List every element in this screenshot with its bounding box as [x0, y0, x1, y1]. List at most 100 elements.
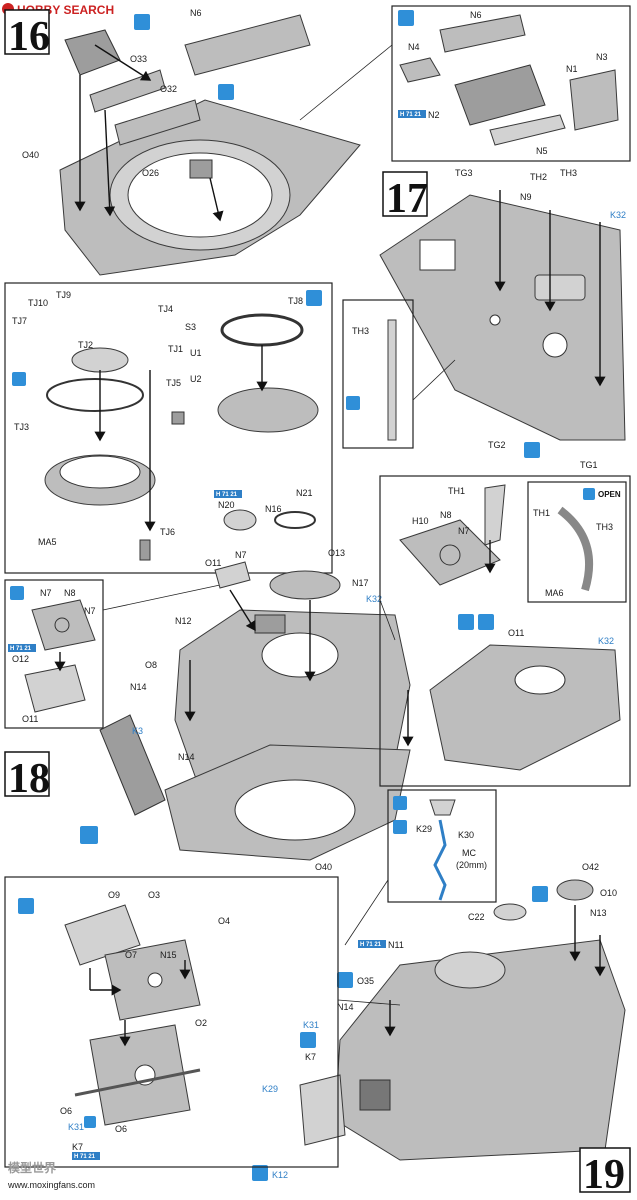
glue-icon: [134, 14, 150, 30]
hatch-h10: [399, 519, 501, 586]
label-n6: N6: [190, 8, 202, 18]
chain-box: [387, 789, 497, 903]
cut-icon-o35: [337, 972, 353, 988]
part-k29-chain: [429, 799, 456, 816]
pistol-port: [359, 1079, 391, 1111]
inset-label-n4: N4: [408, 42, 420, 52]
label-o8: O8: [145, 660, 157, 670]
label-o2: O2: [195, 1018, 207, 1028]
gun-part-o32: [114, 99, 201, 146]
label-k29-chain: K29: [416, 824, 432, 834]
label-tj3: TJ3: [14, 422, 29, 432]
turret-hull-interior: [379, 194, 626, 441]
label-k31-sub: K31: [68, 1122, 84, 1132]
inset-label-n1: N1: [566, 64, 578, 74]
cut-icon-19: [532, 886, 548, 902]
hull-window: [419, 239, 456, 271]
label-n8-right: N8: [440, 510, 452, 520]
label-o42: O42: [582, 862, 599, 872]
label-n14-19: N14: [337, 1002, 354, 1012]
step-19-chain-box: K29 K30 MC (20mm): [344, 789, 497, 946]
hatch-o11-main: [214, 561, 251, 589]
label-n20: N20: [218, 500, 235, 510]
label-n15: N15: [160, 950, 177, 960]
label-mc-size: (20mm): [456, 860, 487, 870]
hatch-label-n7b: N7: [84, 606, 96, 616]
label-tj7: TJ7: [12, 316, 27, 326]
label-tj10: TJ10: [28, 298, 48, 308]
paint-tag-o12: H 71 21: [8, 644, 36, 652]
label-c22: C22: [468, 912, 485, 922]
part-n20: [223, 509, 257, 531]
turret-upper: [174, 609, 411, 791]
step-18-number: 18: [8, 756, 50, 802]
hull-hatch-frame: [534, 274, 586, 301]
part-c22: [493, 903, 527, 921]
label-tg3: TG3: [455, 168, 473, 178]
label-k7: K7: [305, 1052, 316, 1062]
inset-n4: [399, 57, 441, 83]
inset-label-n2: N2: [428, 110, 440, 120]
label-tj9: TJ9: [56, 290, 71, 300]
ring-n21: [274, 511, 316, 529]
open-label: OPEN: [598, 490, 621, 499]
label-o4: O4: [218, 916, 230, 926]
label-tj1: TJ1: [168, 344, 183, 354]
paint-tag-n11: H 71 21: [358, 940, 386, 948]
paint-tag-n20: H 71 21: [214, 490, 242, 498]
label-mc: MC: [462, 848, 476, 858]
inset-th3-part: [387, 319, 397, 441]
ring-tj8: [220, 313, 304, 347]
label-n21: N21: [296, 488, 313, 498]
hatch-label-o12: O12: [12, 654, 29, 664]
inset-label-th3: TH3: [596, 522, 613, 532]
label-o40-18: O40: [315, 862, 332, 872]
svg-text:H 71 21: H 71 21: [216, 492, 238, 498]
hatch-box: [4, 579, 104, 729]
label-n9: N9: [520, 192, 532, 202]
label-n11: N11: [388, 940, 404, 950]
inset-box-16: [391, 5, 631, 162]
label-o13: O13: [328, 548, 345, 558]
watermark-url: www.moxingfans.com: [7, 1180, 95, 1190]
hatch-o9: [64, 904, 141, 966]
label-th1: TH1: [448, 486, 465, 496]
step-18-hatch-box: N7 N8 N7 H 71 21 O12 O11: [4, 579, 221, 729]
svg-text:H 71 21: H 71 21: [400, 112, 422, 118]
label-n17: N17: [352, 578, 369, 588]
paint-icon-chain: [393, 820, 407, 834]
label-u1: U1: [190, 348, 202, 358]
label-o9: O9: [108, 890, 120, 900]
cut-off-icon: [218, 84, 234, 100]
part-o26: [189, 159, 213, 179]
label-o11-right: O11: [508, 628, 524, 638]
inset-n6: [439, 14, 526, 53]
label-n7: N7: [235, 550, 247, 560]
step-16-inset: N6 N4 N1 N3 H 71 21 N2 N5: [299, 5, 631, 162]
cut-off-icon-18: [80, 826, 98, 844]
th1-curve: [557, 506, 594, 592]
label-n12: N12: [175, 616, 192, 626]
label-k32: K32: [610, 210, 626, 220]
inset-n3: [569, 69, 619, 131]
step-16-number: 16: [8, 14, 50, 60]
label-k32-18: K32: [366, 594, 382, 604]
chain-mc: [433, 819, 447, 901]
cut-icon-k31: [300, 1032, 316, 1048]
label-tg1: TG1: [580, 460, 598, 470]
gun-assembly-n6: [184, 14, 311, 76]
hatch-label-o11: O11: [22, 714, 38, 724]
label-n7-right: N7: [458, 526, 470, 536]
label-n16: N16: [265, 504, 282, 514]
label-o26: O26: [142, 168, 159, 178]
label-o6a: O6: [60, 1106, 72, 1116]
label-ma5: MA5: [38, 537, 57, 547]
label-k7-sub: K7: [72, 1142, 83, 1152]
label-o11: O11: [205, 558, 221, 568]
step-17-number: 17: [386, 176, 428, 222]
cut-icon-k31-sub: [84, 1116, 96, 1128]
paint-icon-17: [346, 396, 360, 410]
watermark-bottom: 模型世界 www.moxingfans.com: [7, 1160, 95, 1190]
right-box: [379, 475, 631, 787]
